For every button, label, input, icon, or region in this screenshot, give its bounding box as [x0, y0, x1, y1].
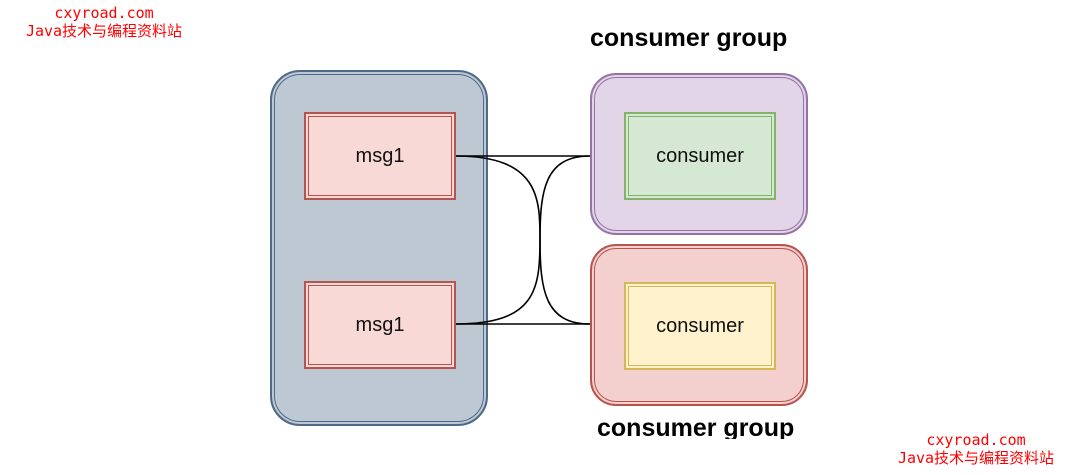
consumer-box[interactable]: consumer: [624, 112, 776, 200]
edge-msg2-to-group1[interactable]: [455, 155, 591, 325]
consumer-box[interactable]: consumer: [624, 282, 776, 370]
watermark-top-left: cxyroad.com Java技术与编程资料站: [4, 4, 204, 40]
message-box[interactable]: msg1: [304, 112, 456, 200]
message-label: msg1: [355, 144, 405, 167]
watermark-tagline: Java技术与编程资料站: [25, 22, 183, 40]
consumer-group-title: consumer group: [597, 414, 795, 439]
watermark-site: cxyroad.com: [54, 4, 154, 22]
message-label: msg1: [355, 313, 405, 336]
watermark-tagline: Java技术与编程资料站: [897, 449, 1055, 467]
message-box[interactable]: msg1: [304, 281, 456, 369]
consumer-group-title: consumer group: [590, 24, 788, 52]
consumer-label: consumer: [656, 314, 744, 337]
watermark-bottom-right: cxyroad.com Java技术与编程资料站: [876, 431, 1076, 467]
watermark-site: cxyroad.com: [926, 431, 1026, 449]
consumer-label: consumer: [656, 144, 744, 167]
edge-msg1-to-group2[interactable]: [455, 155, 591, 325]
